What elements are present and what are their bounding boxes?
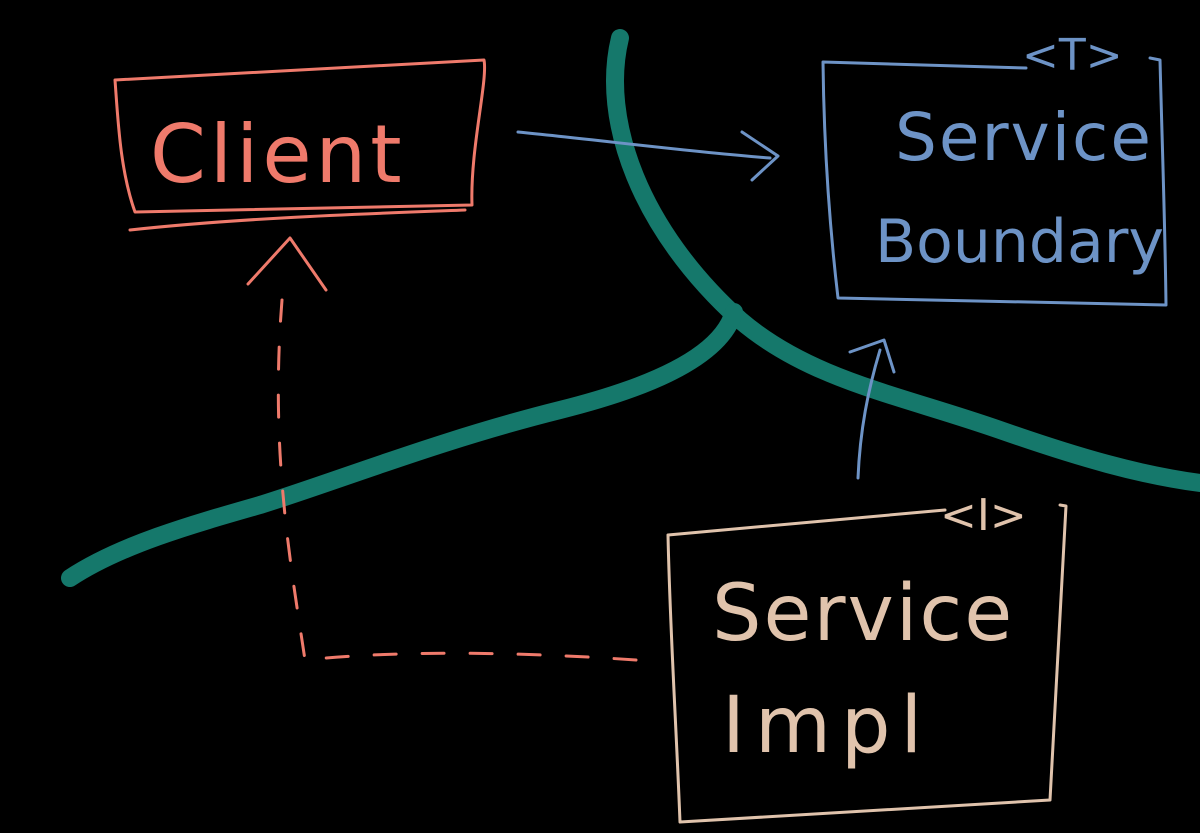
edge-client-to-boundary-line <box>516 130 772 160</box>
client-node: Client <box>113 58 487 232</box>
edge-impl-to-client-line <box>276 298 638 662</box>
service-impl-tag: <I> <box>940 490 1027 541</box>
separator-lines <box>61 29 1200 587</box>
separator-curve-main <box>606 29 1200 492</box>
client-box-underline <box>128 208 467 232</box>
service-impl-label-line2: Impl <box>722 681 932 771</box>
service-boundary-node: <T> Service Boundary <box>821 30 1168 307</box>
arrowhead-up-icon-client <box>246 236 328 292</box>
service-boundary-box <box>821 56 1168 307</box>
service-boundary-tag: <T> <box>1022 30 1123 81</box>
client-box <box>113 58 487 214</box>
edge-impl-to-boundary-line <box>856 348 882 480</box>
arrowhead-right-icon <box>740 130 780 182</box>
service-boundary-label-line2: Boundary <box>875 207 1164 277</box>
arrowhead-up-icon <box>848 338 896 374</box>
edge-client-to-boundary <box>516 130 780 182</box>
service-impl-node: <I> Service Impl <box>666 490 1068 824</box>
service-impl-label-line1: Service <box>712 569 1014 659</box>
edge-impl-to-boundary <box>848 338 896 480</box>
edge-impl-to-client <box>246 236 638 662</box>
client-label: Client <box>150 108 406 201</box>
service-boundary-label-line1: Service <box>895 99 1153 176</box>
separator-curve-left <box>61 303 743 587</box>
service-impl-box <box>666 503 1068 824</box>
